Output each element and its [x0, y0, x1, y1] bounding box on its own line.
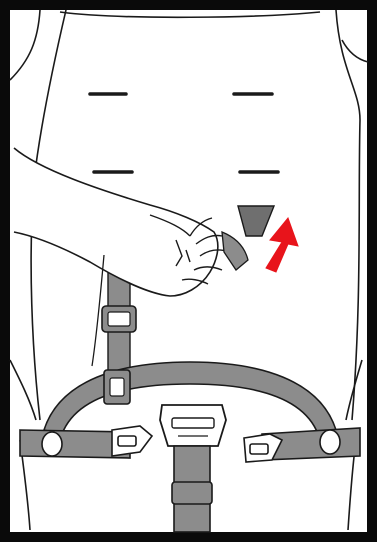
arm-outline: [14, 148, 218, 296]
red-arrow-up-icon: [266, 218, 298, 272]
left-strap-loop: [42, 432, 62, 456]
crotch-strap-keeper: [172, 482, 212, 504]
buckle-receiver-icon: [160, 405, 226, 446]
harness-slots: [90, 94, 278, 172]
strap-in-hand: [222, 232, 248, 270]
buckle-tongue-icon: [112, 426, 152, 456]
chest-clip-icon: [104, 370, 130, 404]
harness-release-lever: [238, 206, 274, 236]
right-strap-loop: [320, 430, 340, 454]
